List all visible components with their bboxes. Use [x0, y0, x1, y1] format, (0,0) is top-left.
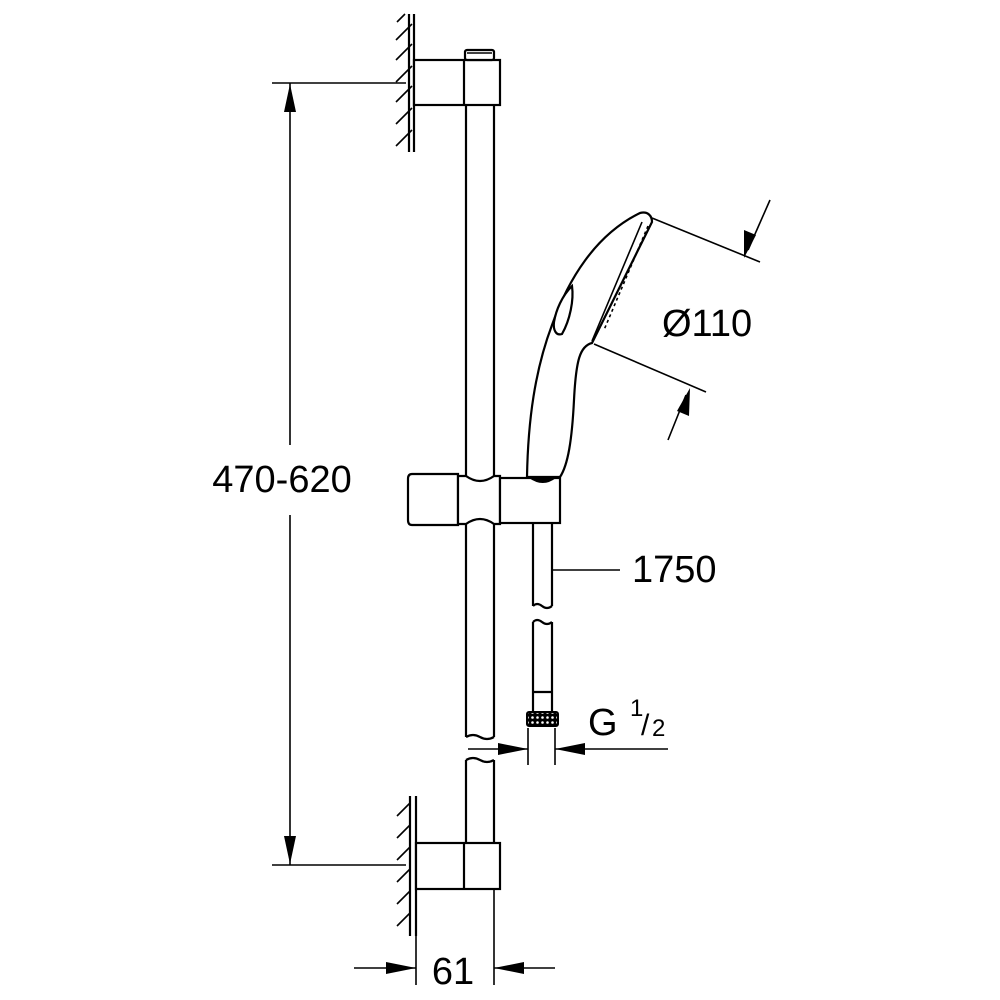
- hose-length-dimension: 1750: [552, 549, 717, 591]
- wall-projection-label: 61: [432, 951, 474, 993]
- top-wall-bracket: [412, 48, 502, 107]
- hand-shower: [525, 211, 654, 482]
- wall-projection-dimension: 61: [354, 890, 555, 993]
- top-wall-hatch: [395, 13, 416, 152]
- thread-letter: G: [588, 702, 618, 744]
- thread-numerator: 1: [630, 695, 643, 722]
- thread-denominator: 2: [652, 715, 665, 742]
- rail-height-dimension: 470-620: [212, 82, 406, 866]
- bottom-wall-bracket: [414, 841, 502, 891]
- rail-slider: [406, 472, 562, 527]
- shower-diameter-dimension: Ø110: [593, 199, 771, 441]
- hose-length-label: 1750: [632, 549, 717, 591]
- shower-hose: [526, 523, 559, 727]
- shower-diameter-label: Ø110: [662, 303, 752, 345]
- bottom-wall-hatch: [396, 796, 418, 936]
- thread-dimension: G 1 / 2: [468, 695, 668, 765]
- hose-nut: [526, 711, 559, 727]
- rail-height-label: 470-620: [212, 459, 351, 501]
- thread-slash: /: [641, 709, 650, 742]
- shower-rail: [464, 105, 496, 843]
